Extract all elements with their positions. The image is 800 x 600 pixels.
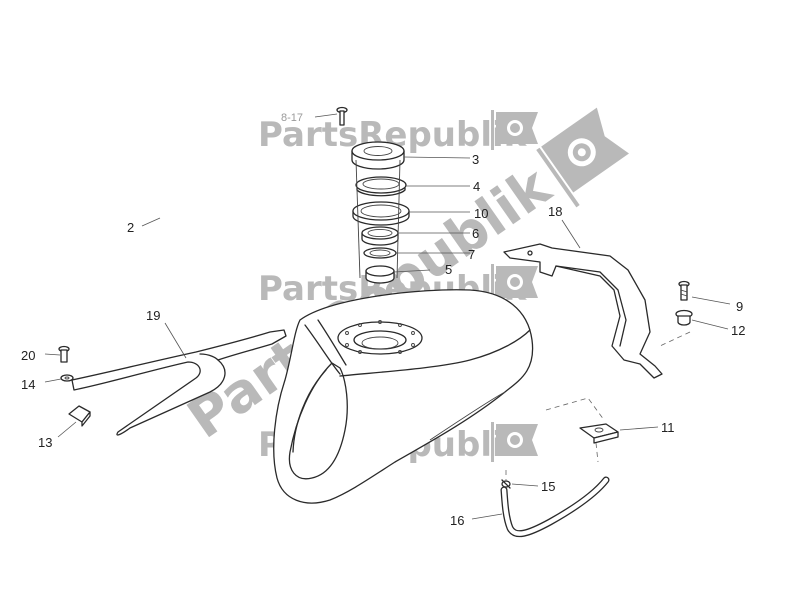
part-20-screw [58,345,70,363]
part-7-seal [363,247,397,259]
part-13-clip [68,405,91,427]
leader-lines [44,113,731,520]
callout-14: 14 [21,377,35,392]
callout-10: 10 [474,206,488,221]
part-screw-top [336,106,348,126]
watermark-row-2: PartsRepublik [258,264,538,309]
callout-18: 18 [548,204,562,219]
callout-9: 9 [736,299,743,314]
part-4-gasket [355,176,407,197]
callout-3: 3 [472,152,479,167]
callout-16: 16 [450,513,464,528]
part-3-cap-ring [351,141,405,170]
part-6-ring [361,226,399,246]
part-5-insert [365,265,395,284]
callout-11: 11 [661,420,675,435]
callout-12: 12 [731,323,745,338]
callout-19: 19 [146,308,160,323]
watermark-gear-flag-large [536,107,629,208]
part-9-bolt [678,280,690,301]
part-fuel-tank [273,289,534,504]
part-11-plate [579,423,619,444]
callout-15: 15 [541,479,555,494]
part-14-washer [60,374,74,382]
part-19-strap [71,329,287,436]
callout-2: 2 [127,220,134,235]
stack-guide-lines [355,159,401,279]
callout-4: 4 [473,179,480,194]
part-16-hose [500,476,610,538]
callout-7: 7 [468,247,475,262]
part-18-bracket [503,243,663,379]
callout-13: 13 [38,435,52,450]
reference-label-8-17: 8-17 [281,112,303,124]
callout-6: 6 [472,226,479,241]
part-12-grommet [675,309,693,326]
callout-5: 5 [445,262,452,277]
part-10-flange [352,201,410,226]
callout-labels: 8-17 2 3 4 5 6 7 9 10 11 12 13 14 15 16 … [21,112,745,528]
part-2-hose [149,137,197,271]
assembly-dashed-lines [505,331,691,482]
callout-20: 20 [21,348,35,363]
